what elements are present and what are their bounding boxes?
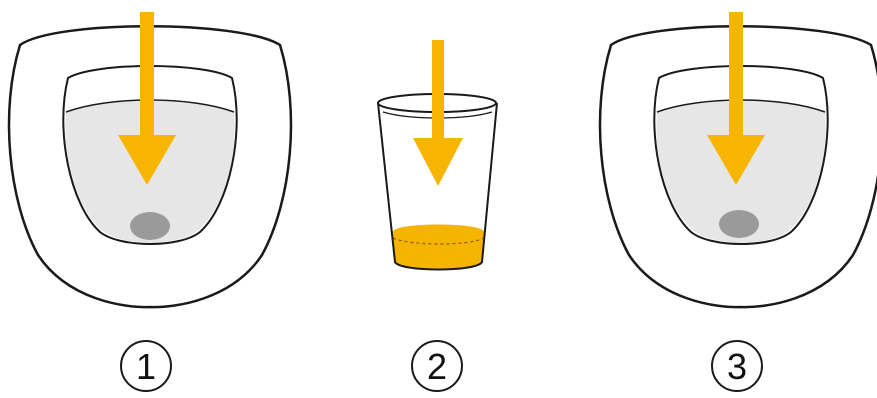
toilet-drain	[719, 210, 759, 238]
step-2-number-badge: 2	[412, 341, 462, 391]
step-2-number: 2	[427, 346, 447, 387]
step-2-down-arrow-icon	[413, 40, 463, 186]
step-3-toilet-icon	[600, 12, 877, 307]
step-1-number: 1	[136, 346, 156, 387]
step-3-number-badge: 3	[712, 341, 762, 391]
step-3-number: 3	[727, 346, 747, 387]
cup-liquid	[393, 225, 484, 270]
step-2-cup-icon	[378, 40, 497, 270]
step-1-toilet-icon	[9, 12, 291, 307]
toilet-drain	[130, 212, 170, 240]
step-1-number-badge: 1	[121, 341, 171, 391]
